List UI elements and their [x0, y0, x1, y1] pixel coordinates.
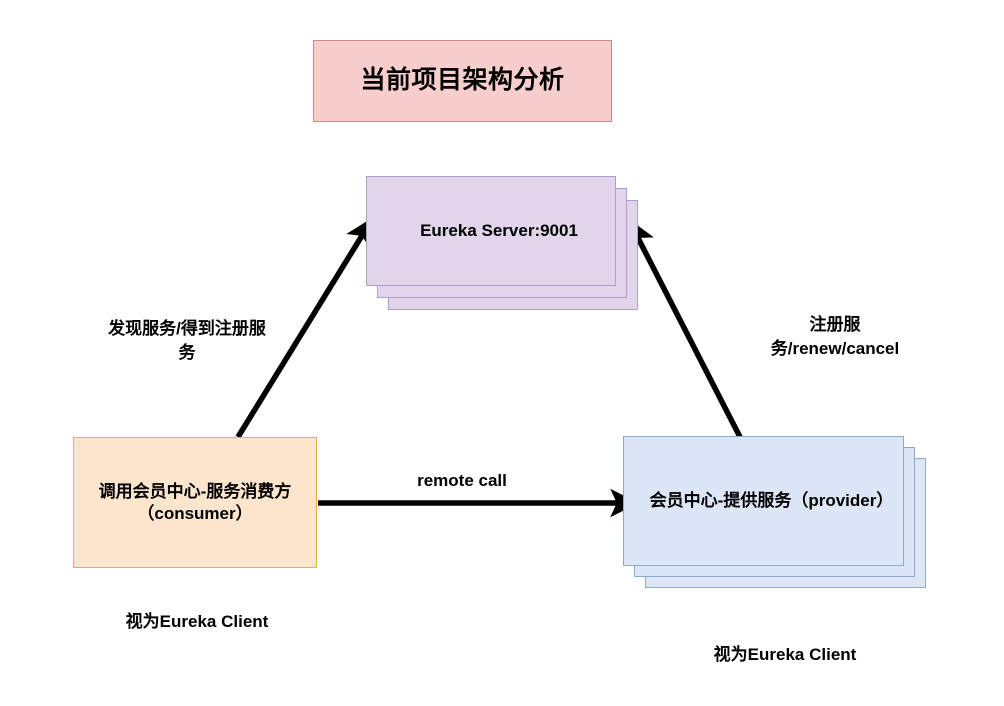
edge-label-discover-service: 发现服务/得到注册服 务	[108, 319, 266, 362]
edge-label-remote-call: remote call	[417, 471, 507, 490]
diagram-title-text: 当前项目架构分析	[360, 66, 565, 95]
eureka-sheet-front	[366, 176, 616, 286]
annotation-consumer-eureka-client: 视为Eureka Client	[125, 612, 269, 631]
diagram-title-box: 当前项目架构分析	[313, 40, 612, 122]
eureka-server-label: Eureka Server:9001	[420, 221, 578, 241]
node-eureka-server: Eureka Server:9001	[366, 176, 638, 310]
arrow-provider-to-eureka	[627, 218, 743, 439]
annotation-provider-eureka-client: 视为Eureka Client	[713, 645, 857, 664]
provider-sheet-front	[623, 436, 904, 566]
consumer-label: 调用会员中心-服务消费方 （consumer）	[98, 482, 292, 523]
node-consumer: 调用会员中心-服务消费方 （consumer）	[73, 437, 317, 568]
node-provider: 会员中心-提供服务（provider）	[623, 436, 926, 588]
provider-label: 会员中心-提供服务（provider）	[649, 491, 894, 511]
edge-label-register-service: 注册服 务/renew/cancel	[770, 315, 900, 358]
